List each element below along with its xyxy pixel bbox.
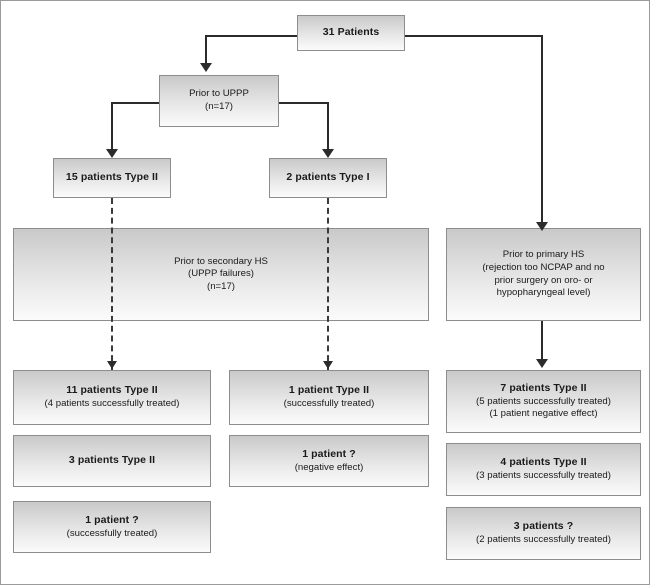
connector-uppp-left xyxy=(111,102,159,104)
connector-primaryhs-down xyxy=(541,321,543,366)
node-7-patients-type-ii-line3: (1 patient negative effect) xyxy=(489,408,598,420)
node-15-patients-type-ii-label: 15 patients Type II xyxy=(65,171,159,184)
node-2-patients-type-i[interactable]: 2 patients Type I xyxy=(269,158,387,198)
node-prior-to-uppp-line2: (n=17) xyxy=(205,101,233,112)
node-prior-primary-hs-line3: prior surgery on oro- or xyxy=(494,274,593,286)
node-3-patients-unknown[interactable]: 3 patients ? (2 patients successfully tr… xyxy=(446,507,641,560)
node-7-patients-type-ii[interactable]: 7 patients Type II (5 patients successfu… xyxy=(446,370,641,433)
arrow-dashed-middle xyxy=(323,361,333,369)
node-1-patient-type-ii-line1: 1 patient Type II xyxy=(288,384,370,397)
connector-root-right-down xyxy=(541,35,543,225)
node-prior-secondary-hs[interactable]: Prior to secondary HS (UPPP failures) (n… xyxy=(13,228,429,321)
node-3-patients-type-ii[interactable]: 3 patients Type II xyxy=(13,435,211,487)
node-prior-secondary-hs-line2: (UPPP failures) xyxy=(188,268,254,280)
node-prior-primary-hs[interactable]: Prior to primary HS (rejection too NCPAP… xyxy=(446,228,641,321)
connector-uppp-right-down xyxy=(327,102,329,152)
arrow-dashed-left xyxy=(107,361,117,369)
dashed-connector-left xyxy=(111,198,113,371)
node-prior-to-uppp[interactable]: Prior to UPPP (n=17) xyxy=(159,75,279,127)
connector-uppp-left-down xyxy=(111,102,113,152)
arrow-to-type1-2 xyxy=(322,149,334,158)
node-prior-secondary-hs-line3: (n=17) xyxy=(207,280,235,292)
node-1-patient-unknown-middle-line1: 1 patient ? xyxy=(302,447,356,460)
node-11-patients-type-ii-line1: 11 patients Type II xyxy=(66,384,158,397)
node-11-patients-type-ii-line2: (4 patients successfully treated) xyxy=(44,398,180,410)
node-4-patients-type-ii[interactable]: 4 patients Type II (3 patients successfu… xyxy=(446,443,641,496)
node-1-patient-unknown-left[interactable]: 1 patient ? (successfully treated) xyxy=(13,501,211,553)
node-1-patient-unknown-middle[interactable]: 1 patient ? (negative effect) xyxy=(229,435,429,487)
node-1-patient-unknown-middle-line2: (negative effect) xyxy=(294,461,364,473)
node-11-patients-type-ii[interactable]: 11 patients Type II (4 patients successf… xyxy=(13,370,211,425)
node-1-patient-unknown-left-line1: 1 patient ? xyxy=(85,513,139,526)
node-prior-to-uppp-line1: Prior to UPPP xyxy=(189,88,249,100)
node-31-patients[interactable]: 31 Patients xyxy=(297,15,405,51)
node-prior-primary-hs-line1: Prior to primary HS xyxy=(502,249,585,261)
node-3-patients-type-ii-line1: 3 patients Type II xyxy=(68,454,156,467)
dashed-connector-middle xyxy=(327,198,329,371)
node-7-patients-type-ii-line1: 7 patients Type II xyxy=(500,381,587,394)
node-7-patients-type-ii-line2: (5 patients successfully treated) xyxy=(476,395,611,407)
node-1-patient-unknown-left-line2: (successfully treated) xyxy=(66,527,158,539)
node-31-patients-label: 31 Patients xyxy=(322,26,380,39)
arrow-to-prior-uppp xyxy=(200,63,212,72)
node-4-patients-type-ii-line1: 4 patients Type II xyxy=(500,456,587,469)
node-3-patients-unknown-line2: (2 patients successfully treated) xyxy=(476,534,611,546)
node-4-patients-type-ii-line2: (3 patients successfully treated) xyxy=(476,470,611,482)
node-1-patient-type-ii-line2: (successfully treated) xyxy=(283,398,375,410)
node-15-patients-type-ii[interactable]: 15 patients Type II xyxy=(53,158,171,198)
connector-uppp-right xyxy=(279,102,329,104)
node-1-patient-type-ii[interactable]: 1 patient Type II (successfully treated) xyxy=(229,370,429,425)
arrow-to-type2-15 xyxy=(106,149,118,158)
node-3-patients-unknown-line1: 3 patients ? xyxy=(513,520,574,533)
node-prior-primary-hs-line2: (rejection too NCPAP and no xyxy=(482,261,605,273)
node-prior-primary-hs-line4: hypopharyngeal level) xyxy=(496,287,591,299)
node-prior-secondary-hs-line1: Prior to secondary HS xyxy=(174,255,268,267)
node-2-patients-type-i-label: 2 patients Type I xyxy=(286,171,370,184)
connector-root-to-left xyxy=(205,35,297,37)
connector-root-left-down xyxy=(205,35,207,66)
arrow-to-primary-hs xyxy=(536,222,548,231)
arrow-to-right-1 xyxy=(536,359,548,368)
connector-root-to-right xyxy=(405,35,543,37)
